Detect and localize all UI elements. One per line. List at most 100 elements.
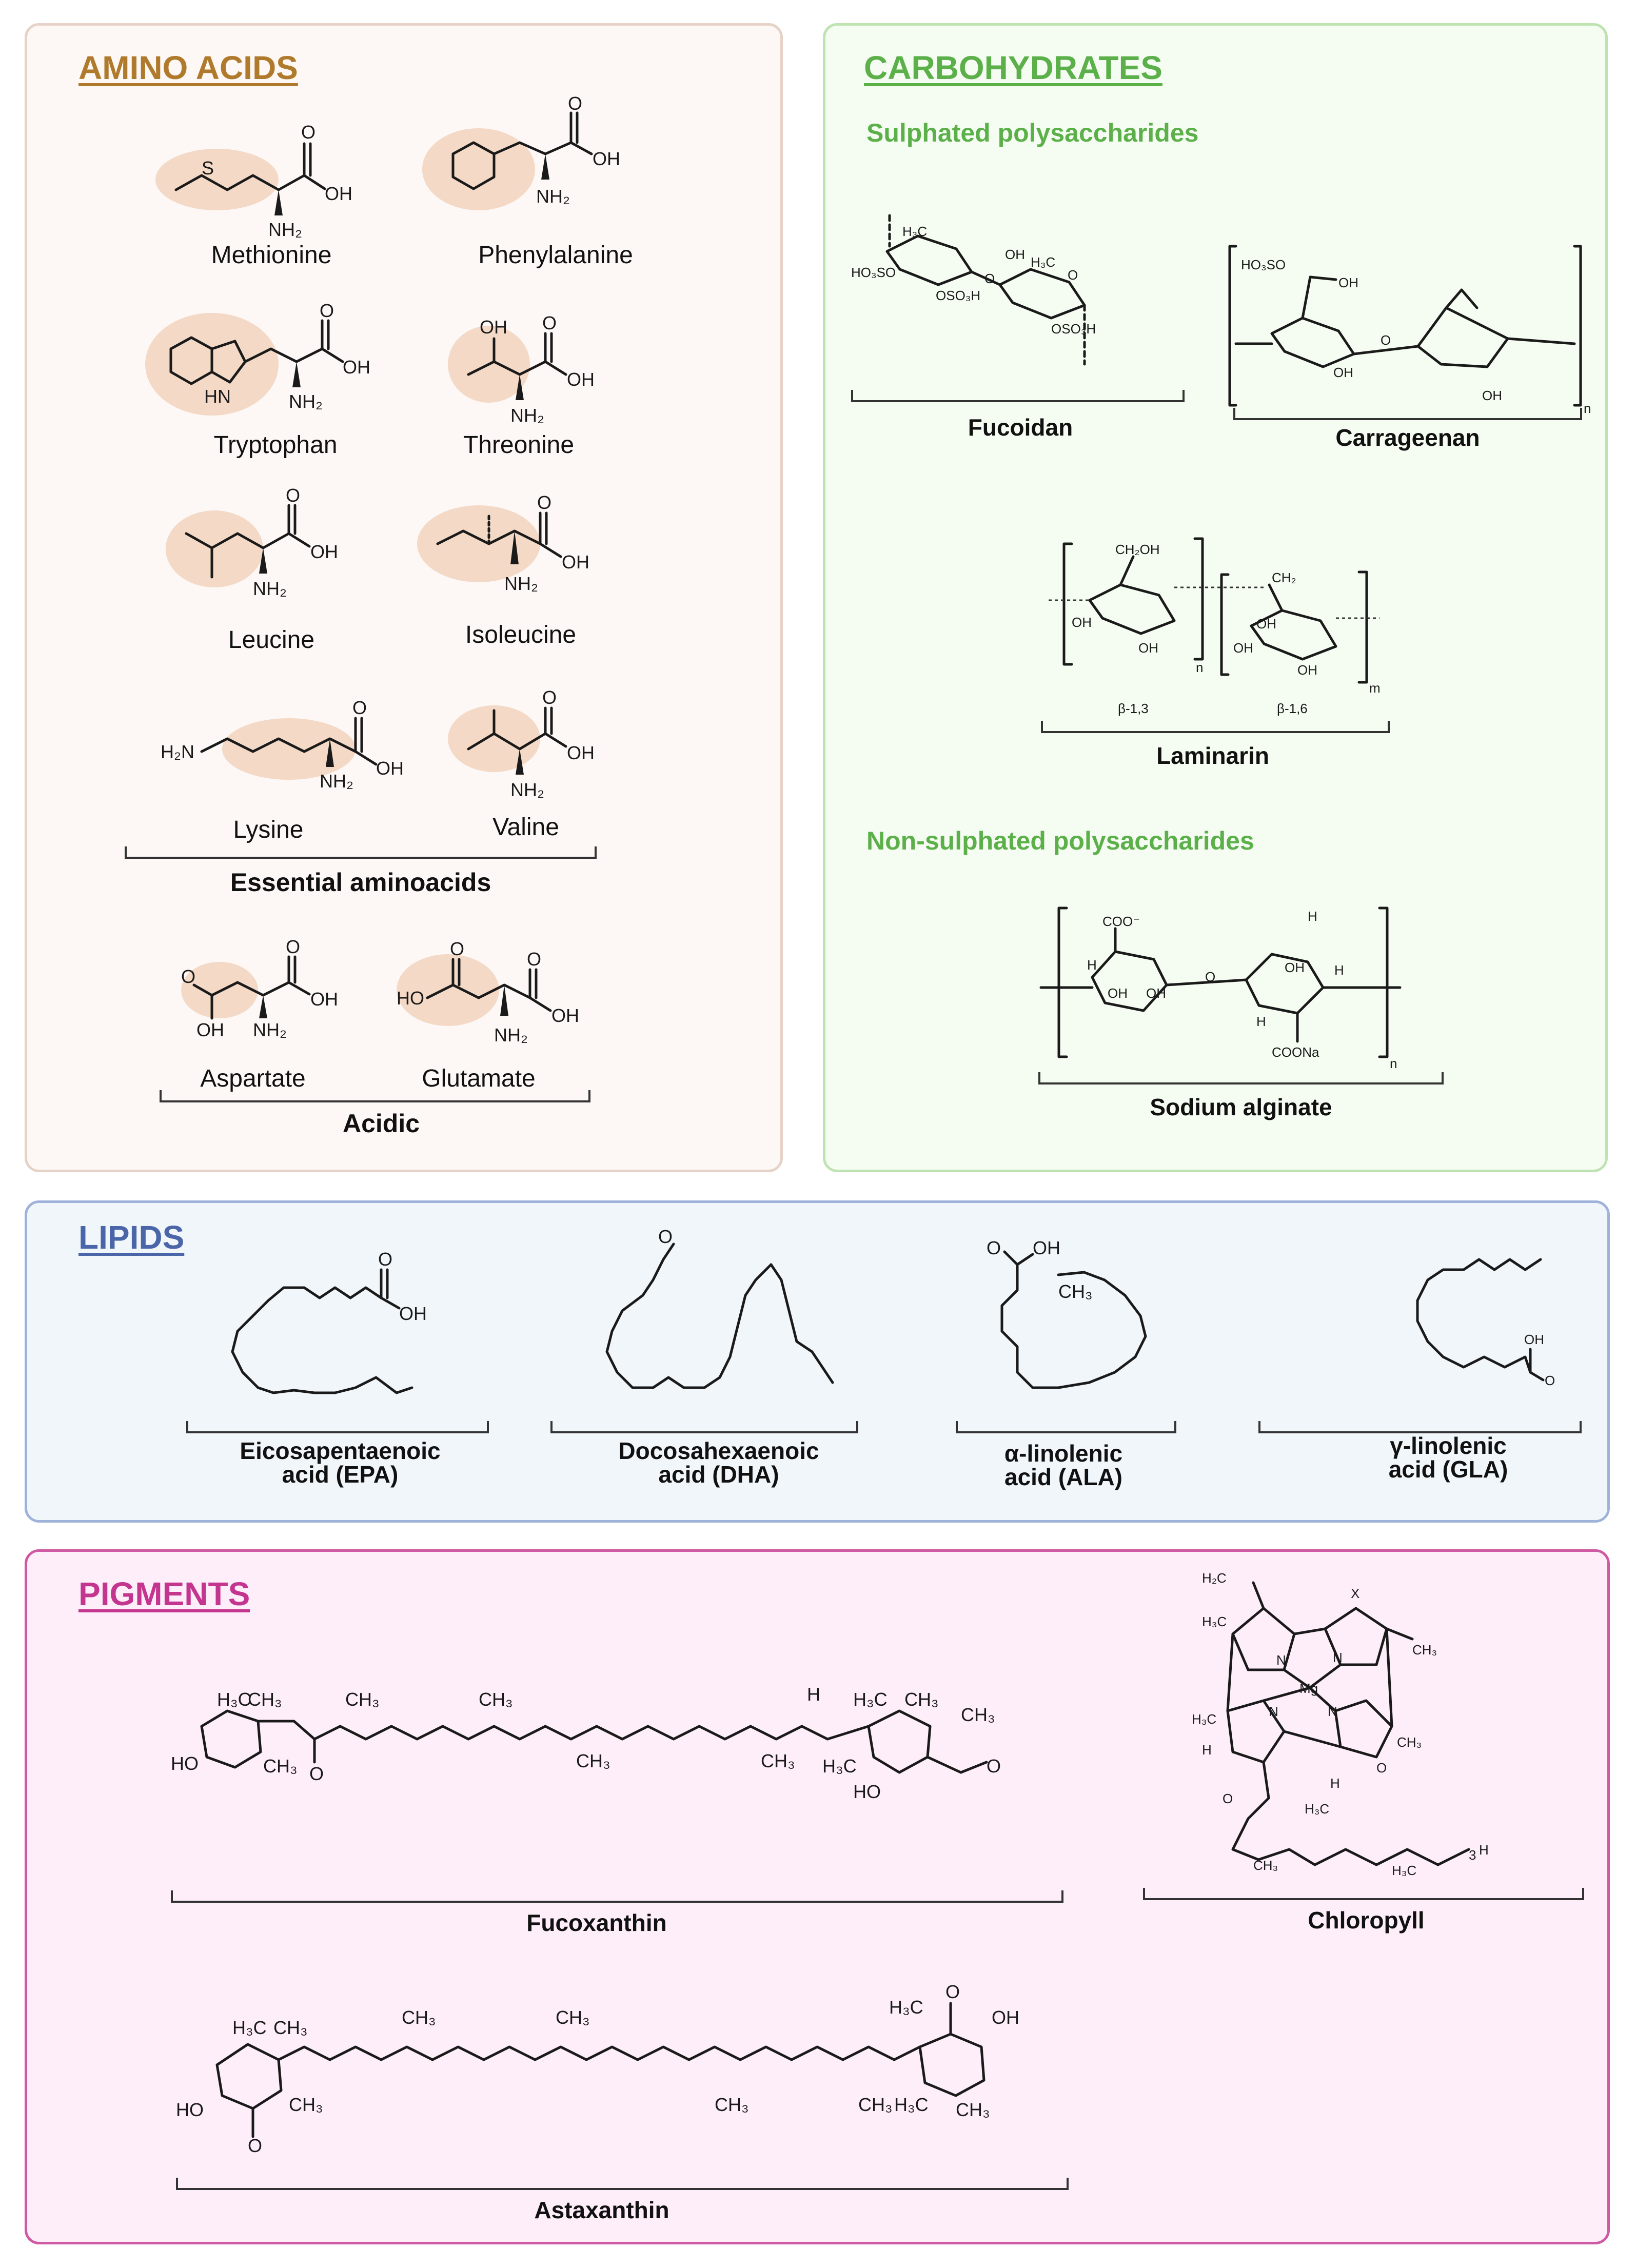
svg-text:CH₃: CH₃ xyxy=(576,1750,610,1771)
svg-text:O: O xyxy=(1205,969,1215,984)
svg-text:X: X xyxy=(1351,1586,1359,1601)
svg-text:Mg: Mg xyxy=(1299,1681,1318,1696)
svg-text:CH₃: CH₃ xyxy=(761,1750,795,1771)
svg-text:H₂C: H₂C xyxy=(1202,1570,1227,1586)
svg-text:O: O xyxy=(248,2135,262,2156)
svg-text:OH: OH xyxy=(1033,1237,1060,1258)
phenylalanine-label: Phenylalanine xyxy=(478,242,633,269)
svg-text:O: O xyxy=(568,93,582,114)
leucine-label: Leucine xyxy=(228,626,315,654)
svg-text:O: O xyxy=(309,1763,324,1784)
chlorophyll-structure: H₂C H₃C X CH₃ Mg N N N N H₃C H CH₃ O H H… xyxy=(1192,1570,1489,1878)
tryptophan-structure: HN O OH NH₂ xyxy=(145,300,370,416)
dha-bracket xyxy=(550,1421,858,1433)
svg-text:CH₃: CH₃ xyxy=(956,2099,990,2120)
svg-text:OH: OH xyxy=(1333,365,1353,380)
laminarin-bracket xyxy=(1041,721,1390,733)
svg-text:H₃C: H₃C xyxy=(1392,1863,1416,1878)
svg-text:3: 3 xyxy=(1469,1847,1476,1863)
svg-text:O: O xyxy=(450,938,464,959)
svg-text:H₃C: H₃C xyxy=(1031,254,1055,270)
epa-structure: O OH xyxy=(231,1249,427,1394)
ala-bracket xyxy=(956,1421,1176,1433)
methionine-label: Methionine xyxy=(211,242,332,269)
svg-text:H₃C: H₃C xyxy=(217,1689,251,1710)
svg-text:O: O xyxy=(181,966,195,987)
svg-text:β-1,3: β-1,3 xyxy=(1118,701,1149,716)
svg-text:H₃C: H₃C xyxy=(822,1756,857,1777)
chlorophyll-label: Chloropyll xyxy=(1308,1907,1425,1934)
svg-text:CH₃: CH₃ xyxy=(1253,1858,1278,1873)
svg-text:CH₃: CH₃ xyxy=(1058,1281,1093,1302)
svg-text:H: H xyxy=(1087,957,1097,973)
carrageenan-bracket xyxy=(1233,408,1582,420)
svg-text:OH: OH xyxy=(1524,1332,1544,1347)
carbohydrates-panel: CARBOHYDRATES Sulphated polysaccharides … xyxy=(823,23,1608,1172)
chlorophyll-bracket xyxy=(1143,1888,1584,1900)
lysine-label: Lysine xyxy=(233,816,304,843)
carrageenan-label: Carrageenan xyxy=(1335,424,1480,451)
svg-text:OH: OH xyxy=(1233,640,1253,656)
svg-text:OH: OH xyxy=(992,2007,1019,2028)
svg-text:O: O xyxy=(301,122,316,143)
svg-text:N: N xyxy=(1328,1704,1337,1719)
svg-text:CH₃: CH₃ xyxy=(961,1704,995,1725)
fucoidan-label: Fucoidan xyxy=(968,414,1073,441)
svg-text:OH: OH xyxy=(399,1303,427,1324)
phenylalanine-structure: O OH NH₂ xyxy=(422,93,620,210)
svg-text:CH₂: CH₂ xyxy=(1272,570,1296,585)
svg-text:OH: OH xyxy=(1005,247,1025,262)
svg-text:NH₂: NH₂ xyxy=(510,405,544,426)
isoleucine-label: Isoleucine xyxy=(465,621,577,648)
svg-text:HO₃SO: HO₃SO xyxy=(851,265,896,280)
svg-text:O: O xyxy=(320,300,334,321)
svg-text:O: O xyxy=(1381,332,1391,348)
tryptophan-label: Tryptophan xyxy=(213,431,338,459)
methionine-structure: S O OH NH₂ xyxy=(155,122,352,240)
amino-acids-title: AMINO ACIDS xyxy=(78,49,298,86)
non-sulphated-title: Non-sulphated polysaccharides xyxy=(866,826,1254,855)
valine-structure: O OH NH₂ xyxy=(448,687,595,800)
pigments-panel: PIGMENTS H₃C CH₃ HO CH₃ O CH₃ CH₃ CH₃ CH… xyxy=(25,1549,1610,2244)
svg-text:O: O xyxy=(987,1756,1001,1777)
svg-text:COO⁻: COO⁻ xyxy=(1102,914,1140,929)
fucoxanthin-structure: H₃C CH₃ HO CH₃ O CH₃ CH₃ CH₃ CH₃ H H₃C C… xyxy=(171,1684,1001,1802)
svg-text:H₃C: H₃C xyxy=(894,2094,929,2115)
svg-text:O: O xyxy=(1223,1791,1233,1806)
ala-structure: O OH CH₃ xyxy=(987,1237,1147,1389)
svg-text:OH: OH xyxy=(551,1005,579,1026)
svg-text:O: O xyxy=(658,1226,673,1247)
svg-text:O: O xyxy=(378,1249,392,1270)
svg-text:OH: OH xyxy=(1297,662,1317,678)
sodium-alginate-bracket xyxy=(1038,1072,1444,1084)
aspartate-structure: O OH O OH NH₂ xyxy=(181,936,338,1040)
svg-text:OSO₃H: OSO₃H xyxy=(1051,321,1096,337)
svg-text:H₂N: H₂N xyxy=(161,741,194,762)
svg-text:H: H xyxy=(1202,1742,1212,1758)
threonine-structure: OH O OH NH₂ xyxy=(448,312,595,426)
svg-text:H₃C: H₃C xyxy=(853,1689,888,1710)
svg-text:HN: HN xyxy=(204,386,231,407)
fucoidan-structure: H₃C HO₃SO OSO₃H OH H₃C OSO₃H O O xyxy=(851,214,1096,366)
glutamate-structure: HO O O OH NH₂ xyxy=(397,938,579,1046)
svg-text:HO: HO xyxy=(176,2099,204,2120)
acidic-bracket xyxy=(160,1090,590,1102)
svg-text:CH₃: CH₃ xyxy=(904,1689,939,1710)
svg-text:OH: OH xyxy=(196,1019,224,1040)
laminarin-structure: CH₂OH CH₂ OH OH OH OH OH n m β-1,3 β-1,6 xyxy=(1049,537,1381,716)
svg-text:OH: OH xyxy=(480,317,507,338)
threonine-label: Threonine xyxy=(463,431,575,459)
svg-text:O: O xyxy=(352,697,367,718)
svg-text:HO₃SO: HO₃SO xyxy=(1241,257,1286,272)
svg-text:CH₃: CH₃ xyxy=(556,2007,590,2028)
svg-text:NH₂: NH₂ xyxy=(253,1019,287,1040)
astaxanthin-label: Astaxanthin xyxy=(534,2197,669,2223)
svg-text:OH: OH xyxy=(325,183,352,204)
svg-text:CH₃: CH₃ xyxy=(858,2094,893,2115)
carrageenan-structure: HO₃SO OH OH OH O n xyxy=(1228,245,1591,416)
svg-text:O: O xyxy=(987,1237,1001,1258)
